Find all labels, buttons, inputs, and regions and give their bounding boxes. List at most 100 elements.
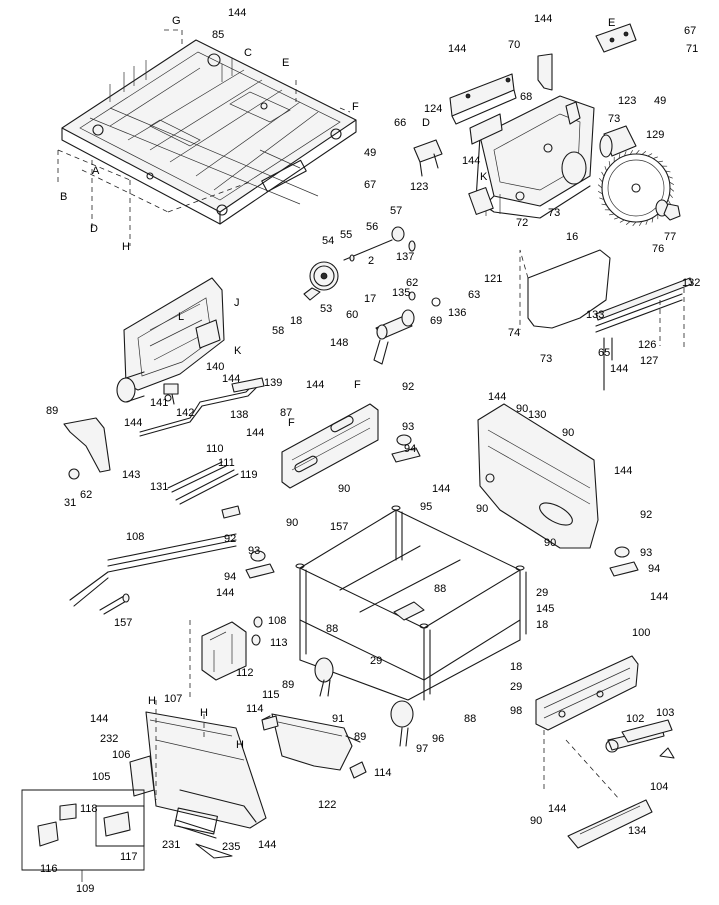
callout-49: 49 xyxy=(654,95,666,107)
callout-232: 232 xyxy=(100,733,118,745)
callout-92: 92 xyxy=(224,533,236,545)
callout-124: 124 xyxy=(424,103,442,115)
callout-144: 144 xyxy=(534,13,552,25)
callout-66: 66 xyxy=(394,117,406,129)
base-frame xyxy=(61,39,357,225)
end-housing xyxy=(116,277,225,403)
saw-blade xyxy=(597,149,675,227)
callout-144: 144 xyxy=(488,391,506,403)
knob-plate xyxy=(63,417,111,480)
callout-108: 108 xyxy=(268,615,286,627)
callout-56: 56 xyxy=(366,221,378,233)
callout-144: 144 xyxy=(650,591,668,603)
callout-103: 103 xyxy=(656,707,674,719)
fence-rail-right xyxy=(535,655,639,731)
callout-104: 104 xyxy=(650,781,668,793)
lock-parts xyxy=(163,383,179,405)
long-rod xyxy=(69,505,241,607)
callout-137: 137 xyxy=(396,251,414,263)
bracket-plate xyxy=(537,53,553,91)
callout-29: 29 xyxy=(510,681,522,693)
callout-144: 144 xyxy=(548,803,566,815)
callout-18: 18 xyxy=(290,315,302,327)
callout-108: 108 xyxy=(126,531,144,543)
callout-94: 94 xyxy=(404,443,416,455)
callout-49: 49 xyxy=(364,147,376,159)
small-knobs xyxy=(251,616,263,646)
callout-90: 90 xyxy=(286,517,298,529)
callout-119: 119 xyxy=(240,469,258,481)
callout-87: 87 xyxy=(280,407,292,419)
trunnion-assembly xyxy=(468,95,595,219)
callout-88: 88 xyxy=(464,713,476,725)
callout-58: 58 xyxy=(272,325,284,337)
callout-143: 143 xyxy=(122,469,140,481)
callout-144: 144 xyxy=(222,373,240,385)
callout-112: 112 xyxy=(236,667,254,679)
callout-144: 144 xyxy=(124,417,142,429)
callout-122: 122 xyxy=(318,799,336,811)
lower-leaders xyxy=(543,730,621,801)
callout-65: 65 xyxy=(598,347,610,359)
callout-31: 31 xyxy=(64,497,76,509)
callout-29: 29 xyxy=(536,587,548,599)
feet xyxy=(245,434,639,579)
callout-144: 144 xyxy=(306,379,324,391)
callout-231: 231 xyxy=(162,839,180,851)
callout-63: 63 xyxy=(468,289,480,301)
callout-97: 97 xyxy=(416,743,428,755)
callout-98: 98 xyxy=(510,705,522,717)
callout-129: 129 xyxy=(646,129,664,141)
base-strips xyxy=(175,819,233,859)
callout-G: G xyxy=(172,15,181,27)
callout-88: 88 xyxy=(326,623,338,635)
callout-89: 89 xyxy=(354,731,366,743)
callout-93: 93 xyxy=(640,547,652,559)
callout-117: 117 xyxy=(120,851,138,863)
callout-18: 18 xyxy=(510,661,522,673)
callout-105: 105 xyxy=(92,771,110,783)
callout-90: 90 xyxy=(338,483,350,495)
bevel-lock-assembly xyxy=(373,291,441,365)
bottom-housing xyxy=(129,620,267,835)
tool xyxy=(621,719,675,759)
right-rail xyxy=(477,403,599,549)
callout-144: 144 xyxy=(258,839,276,851)
arbor-bracket xyxy=(449,73,517,145)
callout-133: 133 xyxy=(586,309,604,321)
callout-73: 73 xyxy=(608,113,620,125)
callout-102: 102 xyxy=(626,713,644,725)
callout-136: 136 xyxy=(448,307,466,319)
callout-126: 126 xyxy=(638,339,656,351)
callout-E: E xyxy=(608,17,615,29)
callout-144: 144 xyxy=(90,713,108,725)
callout-132: 132 xyxy=(682,277,700,289)
callout-94: 94 xyxy=(648,563,660,575)
callout-85: 85 xyxy=(212,29,224,41)
callout-67: 67 xyxy=(684,25,696,37)
callout-110: 110 xyxy=(206,443,224,455)
callout-62: 62 xyxy=(406,277,418,289)
callout-72: 72 xyxy=(516,217,528,229)
handle-rod xyxy=(139,377,265,437)
callout-E: E xyxy=(282,57,289,69)
callout-116: 116 xyxy=(40,863,58,875)
callout-A: A xyxy=(92,165,100,177)
callout-89: 89 xyxy=(282,679,294,691)
callout-68: 68 xyxy=(520,91,532,103)
callout-114: 114 xyxy=(246,703,264,715)
callout-67: 67 xyxy=(364,179,376,191)
callout-113: 113 xyxy=(270,637,288,649)
callout-88: 88 xyxy=(434,583,446,595)
clamp-bracket xyxy=(413,139,443,177)
callout-60: 60 xyxy=(346,309,358,321)
callout-90: 90 xyxy=(476,503,488,515)
stand-frame xyxy=(295,505,527,701)
callout-74: 74 xyxy=(508,327,520,339)
callout-62: 62 xyxy=(80,489,92,501)
callout-130: 130 xyxy=(528,409,546,421)
callout-F: F xyxy=(352,101,359,113)
callout-96: 96 xyxy=(432,733,444,745)
clips xyxy=(261,715,367,779)
callout-90: 90 xyxy=(544,537,556,549)
